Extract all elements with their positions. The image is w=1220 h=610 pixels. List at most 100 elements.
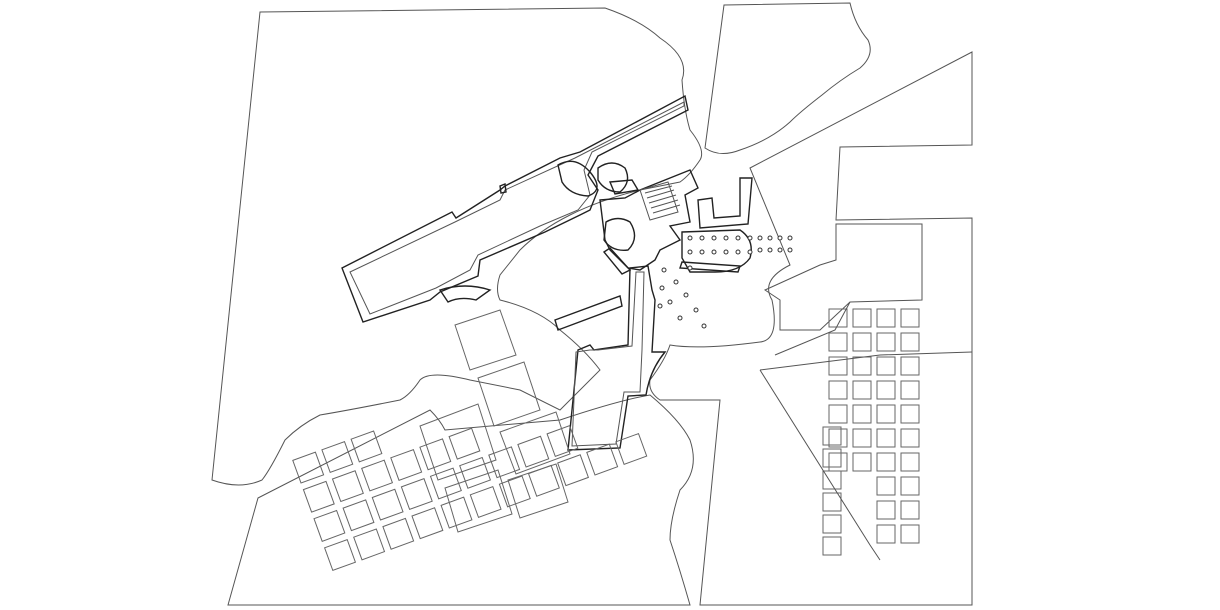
paving-tile bbox=[876, 452, 896, 472]
paving-tile bbox=[546, 425, 579, 458]
paving-tile bbox=[900, 404, 920, 424]
paving-tile bbox=[852, 428, 872, 448]
paving-tile bbox=[321, 440, 354, 474]
terrain-parcel-west bbox=[211, 7, 703, 486]
paving-tile bbox=[292, 451, 325, 484]
paving-tile bbox=[527, 464, 560, 497]
column bbox=[699, 235, 705, 241]
column bbox=[699, 249, 705, 255]
building-central-hall-stair bbox=[639, 181, 681, 221]
paving-tile bbox=[876, 428, 896, 448]
paving-tile bbox=[822, 470, 842, 490]
paving-tile bbox=[828, 404, 848, 424]
paving-tile bbox=[302, 480, 335, 513]
paving-tile bbox=[822, 448, 842, 468]
paving-tile bbox=[488, 446, 521, 479]
paving-tile bbox=[852, 380, 872, 400]
paving-tile bbox=[822, 514, 842, 534]
terrain-parcel-east-inner bbox=[763, 223, 923, 331]
paving-tile bbox=[852, 308, 872, 328]
courtyard-block-3 bbox=[419, 403, 497, 481]
courtyard-block-2 bbox=[477, 361, 541, 427]
courtyard-block-5 bbox=[444, 469, 513, 533]
column bbox=[659, 285, 665, 291]
column bbox=[667, 299, 673, 305]
apse-2 bbox=[597, 162, 629, 193]
column bbox=[711, 235, 717, 241]
paving-tile bbox=[900, 380, 920, 400]
paving-tile bbox=[876, 404, 896, 424]
apse-3 bbox=[603, 217, 636, 251]
column bbox=[757, 235, 763, 241]
column bbox=[657, 303, 663, 309]
column bbox=[687, 249, 693, 255]
paving-tile bbox=[828, 452, 848, 472]
paving-tile bbox=[419, 438, 452, 471]
column bbox=[777, 247, 783, 253]
column bbox=[735, 235, 741, 241]
building-east-plaza bbox=[681, 229, 752, 273]
column bbox=[747, 249, 753, 255]
paving-tile bbox=[331, 470, 364, 503]
paving-tile bbox=[828, 356, 848, 376]
paving-tile bbox=[557, 454, 590, 487]
paving-tile bbox=[876, 476, 896, 496]
column bbox=[735, 249, 741, 255]
paving-tile bbox=[900, 452, 920, 472]
building-south-ramp bbox=[554, 295, 623, 331]
paving-tile bbox=[852, 356, 872, 376]
diagonal-slab bbox=[759, 351, 973, 561]
column bbox=[767, 235, 773, 241]
courtyard-block-4 bbox=[499, 411, 571, 475]
wall-fragment-2 bbox=[679, 261, 741, 273]
column bbox=[757, 247, 763, 253]
terrain-parcel-southwest bbox=[227, 394, 694, 606]
terrain-parcel-east-wedge bbox=[649, 51, 973, 606]
paving-tile bbox=[876, 308, 896, 328]
paving-tile bbox=[822, 426, 842, 446]
building-west-wing-inner bbox=[349, 101, 685, 315]
column bbox=[723, 235, 729, 241]
column-points bbox=[657, 235, 793, 329]
paving-tile bbox=[361, 459, 394, 492]
column bbox=[711, 249, 717, 255]
column bbox=[661, 267, 667, 273]
building-east-colonnade bbox=[697, 177, 753, 229]
paving-tile bbox=[429, 467, 462, 500]
paving-tile bbox=[517, 435, 550, 468]
paving-tile bbox=[382, 517, 415, 550]
terrain-parcel-north bbox=[704, 2, 871, 154]
paving-tile bbox=[900, 428, 920, 448]
column bbox=[687, 265, 693, 271]
paving-tile bbox=[448, 427, 481, 460]
paving-tile bbox=[876, 332, 896, 352]
diagonal-slab-edge bbox=[774, 301, 851, 356]
paving-grid-east bbox=[822, 308, 920, 556]
paving-tile bbox=[876, 380, 896, 400]
courtyard-block-6 bbox=[507, 463, 569, 519]
building-south-wing bbox=[567, 265, 667, 451]
column bbox=[687, 235, 693, 241]
paving-tile bbox=[350, 430, 383, 463]
paving-tile bbox=[313, 509, 346, 542]
paving-tile bbox=[900, 356, 920, 376]
wall-fragment-1 bbox=[602, 247, 632, 275]
paving-tile bbox=[852, 452, 872, 472]
building-south-wing-inner bbox=[571, 271, 645, 447]
paving-tile bbox=[900, 500, 920, 520]
paving-tile bbox=[852, 404, 872, 424]
paving-tile bbox=[371, 488, 404, 521]
column bbox=[701, 323, 707, 329]
paving-tile bbox=[342, 499, 375, 532]
wall-fragment-4 bbox=[499, 183, 507, 194]
paving-tile bbox=[586, 443, 619, 476]
paving-tile bbox=[876, 500, 896, 520]
paving-tile bbox=[828, 308, 848, 328]
paving-tile bbox=[822, 492, 842, 512]
paving-tile bbox=[876, 356, 896, 376]
paving-tile bbox=[459, 456, 492, 489]
apse-4 bbox=[438, 285, 492, 303]
column bbox=[723, 249, 729, 255]
column bbox=[683, 292, 689, 298]
